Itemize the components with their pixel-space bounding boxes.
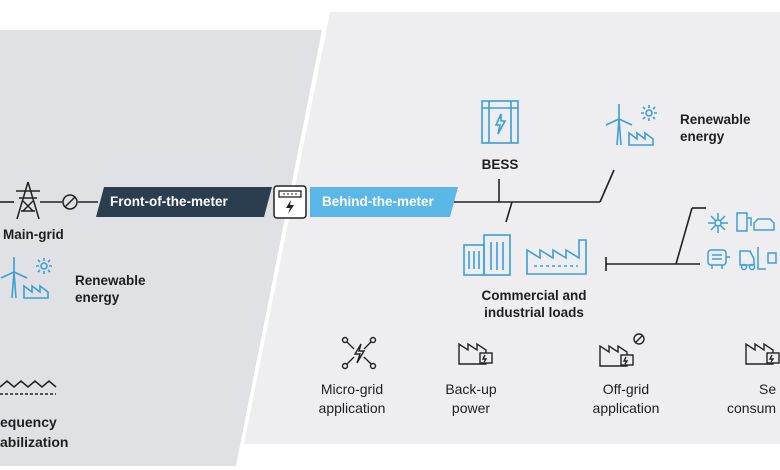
factory-icon <box>526 239 587 275</box>
pylon-icon <box>16 181 40 220</box>
behind-the-meter-tag: Behind-the-meter <box>310 187 458 217</box>
behind-the-meter-panel <box>244 12 780 444</box>
forklift-icon <box>739 247 777 271</box>
frequency-stabilization-label: equency abilization <box>0 414 69 450</box>
front-of-meter-panel <box>0 30 322 466</box>
renewable-energy-icon <box>605 104 657 146</box>
battery-storage-icon <box>481 100 519 144</box>
off-grid-application-label: Off-grid application <box>592 381 660 416</box>
backup-power-label: Back-up power <box>445 381 497 416</box>
grid-switch-symbol <box>62 194 78 210</box>
fan-icon <box>708 213 728 233</box>
renewable-energy-icon <box>0 257 52 299</box>
behind-renewable-label: Renewable energy <box>680 112 751 144</box>
front-of-the-meter-tag: Front-of-the-meter <box>96 187 272 217</box>
frequency-wave-icon <box>0 380 57 395</box>
commercial-industrial-loads-label: Commercial and industrial loads <box>481 288 587 320</box>
backup-power-icon <box>458 342 493 365</box>
self-consumption-icon <box>745 342 780 365</box>
commercial-building-icon <box>463 234 511 276</box>
meter-icon <box>273 185 307 219</box>
off-grid-icon <box>599 333 645 367</box>
front-renewable-label: Renewable energy <box>75 273 146 305</box>
front-of-the-meter-label: Front-of-the-meter <box>110 194 228 209</box>
motor-icon <box>707 249 730 269</box>
micro-grid-icon <box>341 336 377 370</box>
self-consumption-label: Se consum <box>727 381 777 416</box>
bess-label: BESS <box>481 157 519 172</box>
behind-the-meter-label: Behind-the-meter <box>322 194 434 209</box>
main-grid-label: Main-grid <box>3 227 64 242</box>
micro-grid-application-label: Micro-grid application <box>318 381 386 416</box>
ev-charger-icon <box>736 212 775 232</box>
